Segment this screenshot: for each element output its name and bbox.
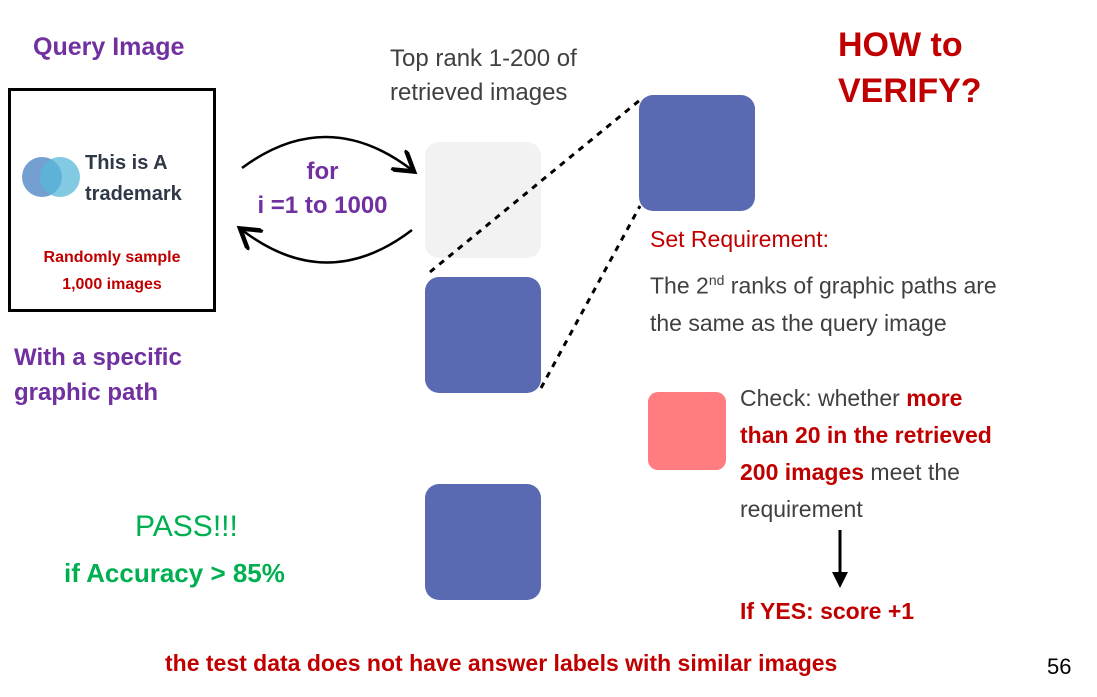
footer-note: the test data does not have answer label… xyxy=(165,650,838,676)
retrieved-image-rank-2 xyxy=(425,277,541,393)
verify-line-2: VERIFY? xyxy=(838,72,982,110)
set-requirement-label: Set Requirement: xyxy=(650,226,829,252)
check-condition-text: Check: whether more than 20 in the retri… xyxy=(740,380,992,528)
requirement-text: The 2nd ranks of graphic paths are the s… xyxy=(650,262,997,342)
check-line-2: than 20 in the retrieved xyxy=(740,422,992,448)
trademark-text: This is A trademark xyxy=(85,148,182,210)
specific-graphic-path-label: With a specific graphic path xyxy=(14,340,182,410)
check-line-4: requirement xyxy=(740,496,863,522)
loop-line-1: for xyxy=(306,158,339,185)
sample-line-1: Randomly sample xyxy=(43,249,181,266)
retrieved-line-2: retrieved images xyxy=(390,79,568,106)
trademark-line-1: This is A xyxy=(85,152,168,174)
retrieved-image-rank-3 xyxy=(425,484,541,600)
query-image-title: Query Image xyxy=(33,33,185,61)
score-result: If YES: score +1 xyxy=(740,598,915,624)
accuracy-condition: if Accuracy > 85% xyxy=(64,558,285,588)
check-marker-square xyxy=(648,392,726,470)
retrieved-image-rank-1 xyxy=(425,142,541,258)
requirement-pre: The 2 xyxy=(650,272,709,299)
trademark-line-2: trademark xyxy=(85,183,182,205)
check-suffix: meet the xyxy=(864,459,960,485)
pass-title: PASS!!! xyxy=(135,510,238,543)
retrieved-images-label: Top rank 1-200 of retrieved images xyxy=(390,42,577,110)
check-prefix: Check: whether xyxy=(740,385,907,411)
retrieved-line-1: Top rank 1-200 of xyxy=(390,45,577,72)
how-to-verify-title: HOW to VERIFY? xyxy=(838,22,982,114)
specific-line-2: graphic path xyxy=(14,379,159,406)
query-image-box xyxy=(8,88,216,312)
loop-label: for i =1 to 1000 xyxy=(240,155,405,223)
verify-line-1: HOW to xyxy=(838,26,963,64)
page-number: 56 xyxy=(1047,654,1072,679)
requirement-superscript: nd xyxy=(708,272,725,288)
check-line-1: Check: whether more xyxy=(740,380,992,417)
requirement-line-2: the same as the query image xyxy=(650,309,947,336)
trademark-logo-icon xyxy=(22,157,80,197)
zoomed-retrieved-image xyxy=(639,95,755,211)
requirement-line-1: The 2nd ranks of graphic paths are xyxy=(650,262,997,305)
check-line-3: 200 images meet the xyxy=(740,454,992,491)
requirement-post: ranks of graphic paths are xyxy=(724,272,997,299)
loop-arrows-icon xyxy=(232,135,422,264)
loop-line-2: i =1 to 1000 xyxy=(257,192,388,219)
check-bold-3: 200 images xyxy=(740,459,865,485)
down-arrow-icon xyxy=(832,530,848,588)
sample-line-2: 1,000 images xyxy=(62,276,162,293)
random-sample-note: Randomly sample 1,000 images xyxy=(16,244,208,298)
specific-line-1: With a specific xyxy=(14,344,182,371)
check-bold-1: more xyxy=(906,385,963,411)
